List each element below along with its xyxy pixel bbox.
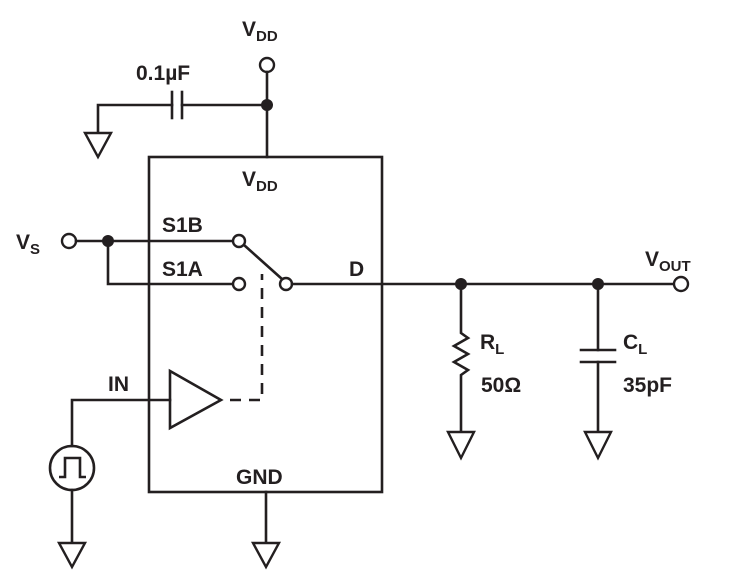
- load-resistor: [451, 282, 471, 434]
- vs-label: VS: [16, 231, 40, 258]
- rl-value-label: 50Ω: [481, 374, 521, 397]
- rl-label: RL: [480, 331, 504, 358]
- ic-package: [147, 155, 384, 494]
- vdd-pin-label: VDD: [242, 168, 278, 195]
- s1a-label: S1A: [162, 258, 203, 281]
- decoupling-cap-label: 0.1µF: [136, 62, 190, 85]
- vdd-supply-label: VDD: [242, 18, 278, 45]
- d-pin-label: D: [349, 258, 364, 281]
- s1b-contact: [231, 233, 247, 249]
- cl-value-label: 35pF: [623, 374, 672, 397]
- in-pin-label: IN: [108, 373, 129, 396]
- vs-terminal: [60, 232, 78, 250]
- s1b-label: S1B: [162, 214, 203, 237]
- cl-ground-icon: [583, 430, 613, 461]
- pulse-waveform-icon: [59, 456, 86, 479]
- vout-label: VOUT: [645, 248, 691, 275]
- rl-ground-icon: [446, 430, 476, 461]
- s1a-wire: [106, 239, 234, 286]
- cl-label: CL: [623, 331, 647, 358]
- vout-terminal: [672, 275, 690, 293]
- in-wire: [70, 398, 172, 448]
- switch-blade: [242, 243, 284, 281]
- generator-ground-icon: [56, 541, 88, 570]
- decoupling-cap-wire-left: [96, 103, 174, 135]
- switch-control-link: [230, 274, 264, 402]
- vdd-terminal: [258, 56, 276, 74]
- pulse-generator: [48, 444, 96, 492]
- s1a-contact: [231, 276, 247, 292]
- gnd-pin-label: GND: [236, 466, 283, 489]
- package-ground-icon: [250, 541, 282, 570]
- decoupling-ground-icon: [82, 131, 114, 160]
